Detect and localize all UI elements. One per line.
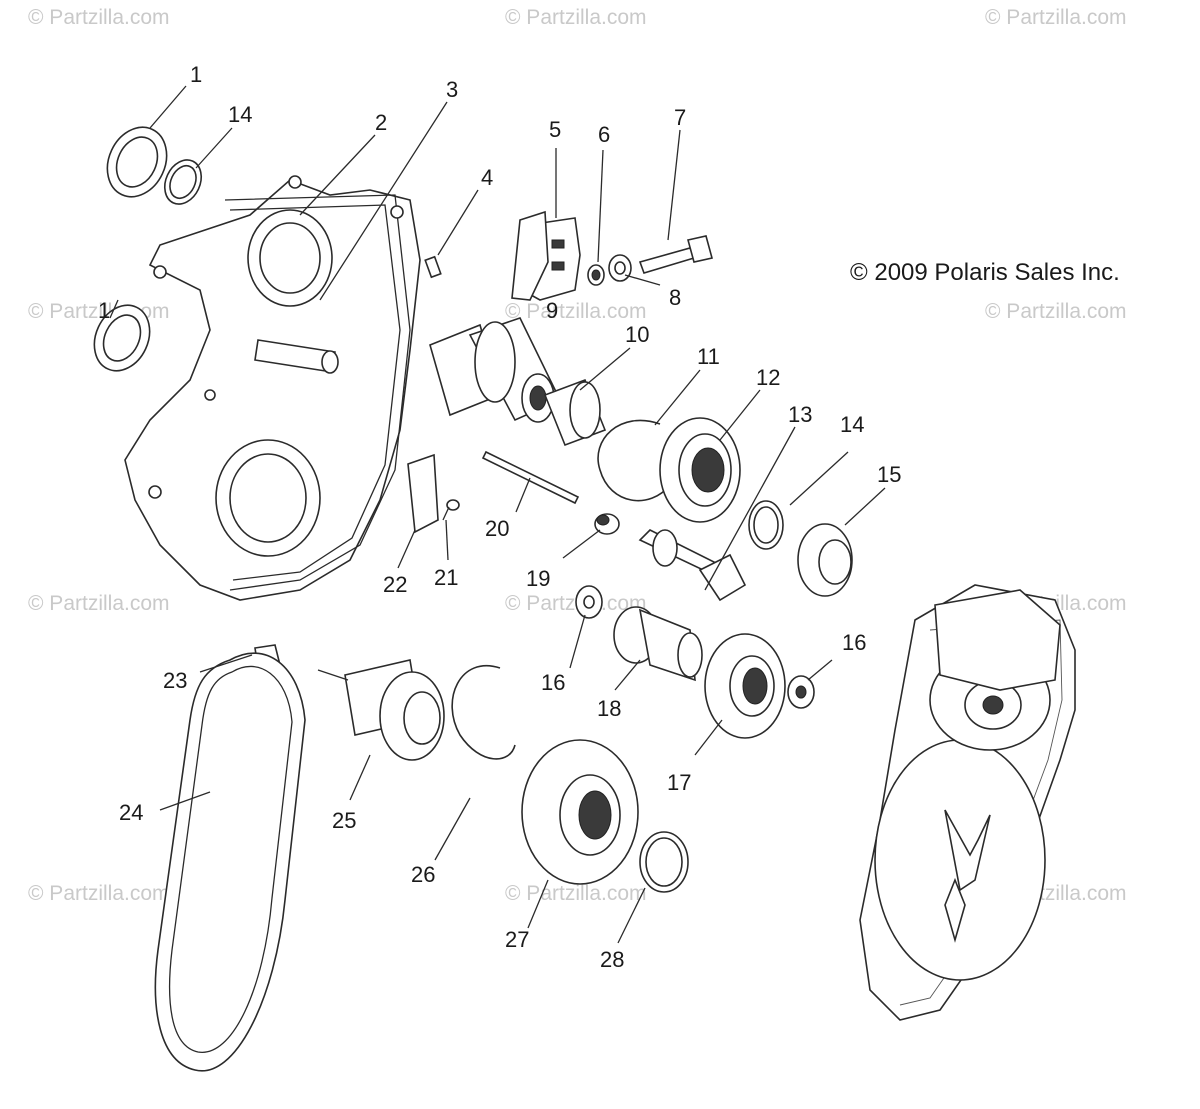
- part-24-drive-chain: [154, 652, 306, 1072]
- part-19-collar: [594, 513, 620, 535]
- part-6-nut: [587, 264, 605, 286]
- watermark: © Partzilla.com: [505, 300, 647, 323]
- part-16-washer-left: [575, 585, 603, 619]
- callout-5: 5: [549, 117, 561, 142]
- part-9-input-shaft: [429, 317, 562, 423]
- callout-4: 4: [481, 165, 493, 190]
- callout-20: 20: [485, 516, 509, 541]
- watermark: © Partzilla.com: [28, 6, 170, 29]
- callout-labels: 1 14 2 3 4 5 6 7 8 9 1 10 11 12 13 14 15…: [98, 62, 901, 972]
- part-28-snap-ring: [639, 831, 689, 893]
- callout-27: 27: [505, 927, 529, 952]
- callout-16-left: 16: [541, 670, 565, 695]
- part-25-sprocket-hub: [344, 659, 445, 761]
- watermark: © Partzilla.com: [28, 882, 170, 905]
- part-20-shift-rod: [481, 450, 580, 505]
- callout-2: 2: [375, 110, 387, 135]
- callout-17: 17: [667, 770, 691, 795]
- callout-25: 25: [332, 808, 356, 833]
- part-12-gear: [659, 417, 741, 523]
- part-7-bolt: [638, 235, 713, 274]
- callout-1-lower: 1: [98, 298, 110, 323]
- callout-7: 7: [674, 105, 686, 130]
- watermark: © Partzilla.com: [985, 300, 1127, 323]
- leader-lines: [109, 85, 886, 944]
- callout-23: 23: [163, 668, 187, 693]
- part-13-shift-fork-assembly: [638, 529, 747, 602]
- callout-12: 12: [756, 365, 780, 390]
- chaincase-assembly-reference: [859, 584, 1076, 1021]
- callout-22: 22: [383, 572, 407, 597]
- callout-13: 13: [788, 402, 812, 427]
- part-11-retaining-ring: [597, 419, 671, 502]
- part-27-sprocket: [521, 739, 639, 885]
- callout-3: 3: [446, 77, 458, 102]
- callout-14: 14: [228, 102, 252, 127]
- part-14-snap-ring: [163, 159, 203, 205]
- part-17-large-gear: [704, 633, 786, 739]
- part-16-washer-right: [787, 675, 815, 709]
- callout-1: 1: [190, 62, 202, 87]
- part-15-gear: [797, 523, 853, 597]
- watermark: © Partzilla.com: [28, 592, 170, 615]
- callout-24: 24: [119, 800, 143, 825]
- part-1-seal-top: [106, 126, 168, 198]
- part-8-washer: [608, 254, 632, 282]
- callout-11: 11: [697, 344, 720, 369]
- part-22-slider-pad: [407, 453, 439, 534]
- callout-16-right: 16: [842, 630, 866, 655]
- part-4-dowel-pin: [424, 255, 442, 279]
- callout-10: 10: [625, 322, 649, 347]
- callout-21: 21: [434, 565, 458, 590]
- callout-26: 26: [411, 862, 435, 887]
- part-5-chain-tensioner: [511, 210, 581, 301]
- part-10-bearing: [543, 378, 607, 447]
- callout-28: 28: [600, 947, 624, 972]
- callout-6: 6: [598, 122, 610, 147]
- part-1-seal-lower: [93, 304, 151, 372]
- callout-18: 18: [597, 696, 621, 721]
- callout-9: 9: [546, 298, 558, 323]
- watermark: © Partzilla.com: [985, 6, 1127, 29]
- part-26-retaining-ring: [451, 665, 516, 760]
- callout-15: 15: [877, 462, 901, 487]
- part-18-gear-cluster: [613, 606, 703, 682]
- watermark: © Partzilla.com: [505, 882, 647, 905]
- copyright-notice: © 2009 Polaris Sales Inc.: [850, 259, 1120, 286]
- callout-14-lower: 14: [840, 412, 864, 437]
- part-21-screw: [442, 499, 460, 521]
- part-14-snap-ring-lower: [748, 500, 784, 550]
- part-2-chaincase-housing: [124, 175, 421, 601]
- callout-19: 19: [526, 566, 550, 591]
- callout-8: 8: [669, 285, 681, 310]
- watermark: © Partzilla.com: [505, 6, 647, 29]
